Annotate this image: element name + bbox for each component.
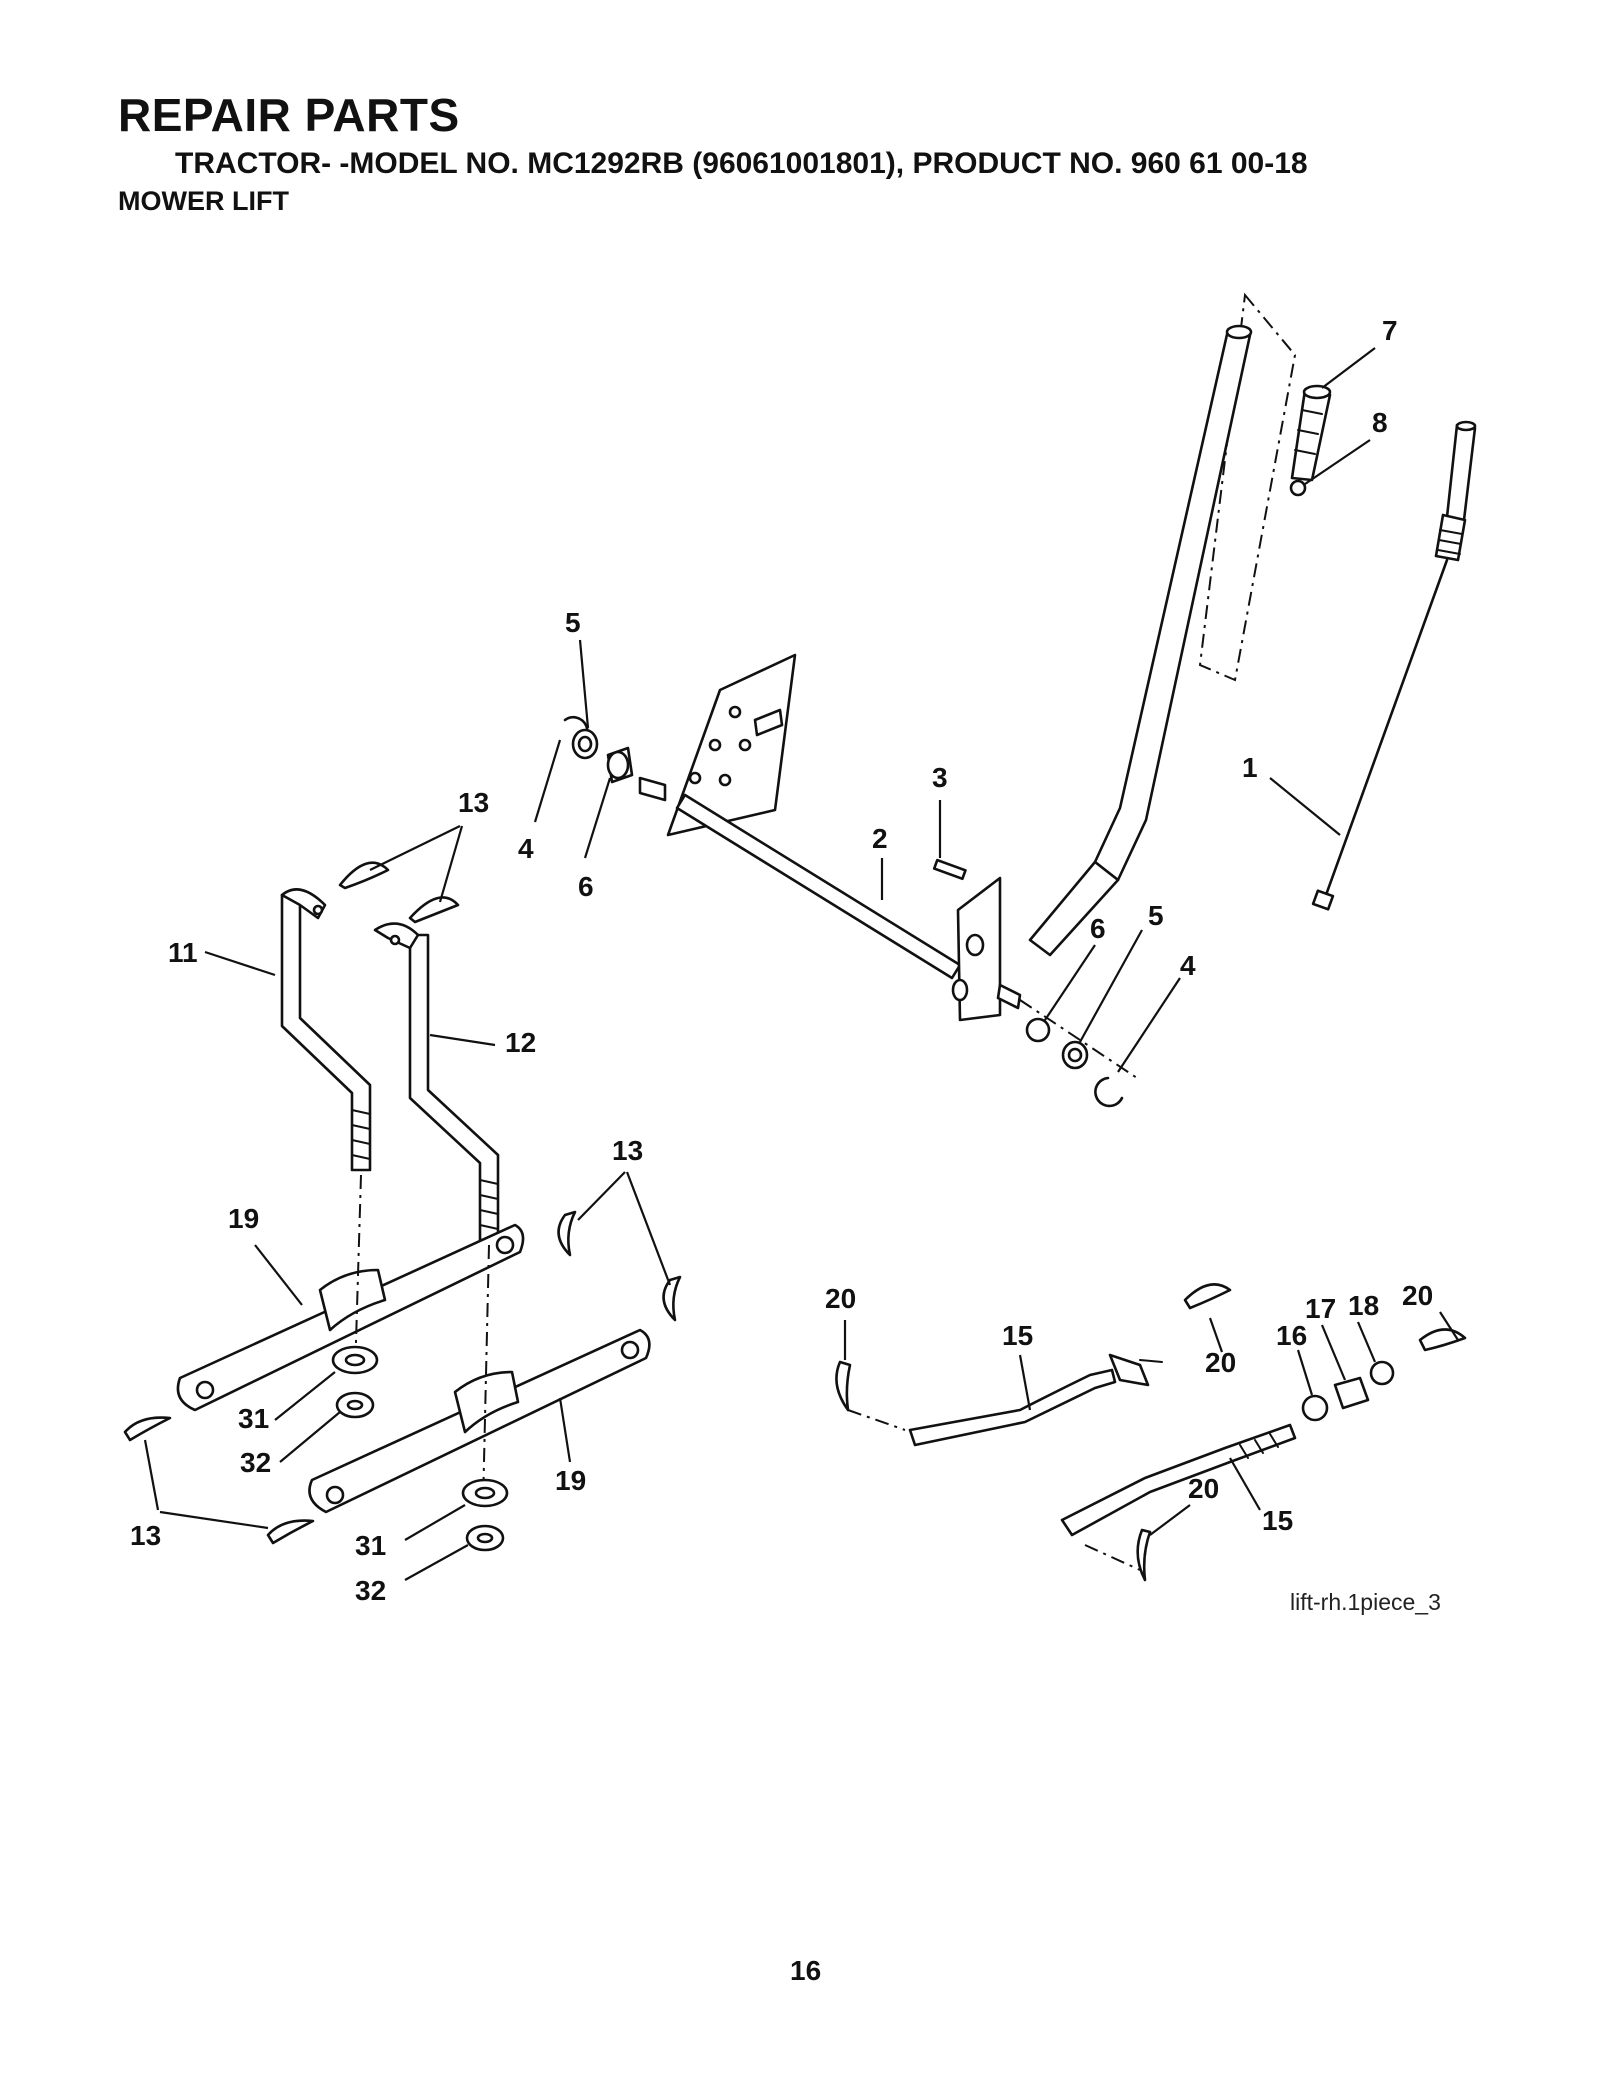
lift-link-right (373, 922, 500, 1242)
callout-2: 2 (872, 823, 888, 854)
callout-5b: 5 (1148, 900, 1164, 931)
lift-rod (1311, 420, 1477, 911)
callout-19b: 19 (555, 1465, 586, 1496)
diagram-reference: lift-rh.1piece_3 (1290, 1589, 1441, 1615)
leader-31a (274, 1371, 336, 1421)
lift-shaft (666, 653, 1002, 1022)
leader-20c (1439, 1311, 1459, 1341)
lift-arm-upper (176, 1223, 525, 1412)
leader-11 (204, 950, 276, 977)
centerline-right (482, 1244, 490, 1506)
callout-20a: 20 (825, 1283, 856, 1314)
page-number: 16 (790, 1955, 822, 1986)
callout-20d: 20 (1188, 1473, 1219, 1504)
callout-15b: 15 (1262, 1505, 1293, 1536)
callout-16: 16 (1276, 1320, 1307, 1351)
leader-20b (1208, 1317, 1224, 1353)
leader-6a (583, 777, 612, 859)
leader-16 (1296, 1349, 1314, 1396)
centerline-rod-lower (1084, 1544, 1141, 1571)
callout-6a: 6 (578, 871, 594, 902)
leader-32b (404, 1544, 469, 1581)
leader-4b (1117, 977, 1181, 1073)
callout-12: 12 (505, 1027, 536, 1058)
callout-13b: 13 (612, 1135, 643, 1166)
callout-20c: 20 (1402, 1280, 1433, 1311)
callout-6b: 6 (1090, 913, 1106, 944)
leader-13a-2 (438, 825, 464, 903)
hairpin-clips-top (338, 861, 460, 924)
callout-18: 18 (1348, 1290, 1379, 1321)
callout-11: 11 (168, 937, 198, 968)
callout-31b: 31 (355, 1530, 386, 1561)
leader-31b (404, 1504, 466, 1541)
grip-pin (1289, 479, 1307, 497)
ferrule-nut-assembly (1301, 1360, 1395, 1422)
callout-1: 1 (1242, 752, 1258, 783)
callout-19a: 19 (228, 1203, 259, 1234)
lift-arm-lower (308, 1328, 651, 1514)
leader-13c-1 (143, 1439, 160, 1511)
shaft-key (932, 858, 967, 881)
callout-3: 3 (932, 762, 948, 793)
section-title: MOWER LIFT (118, 186, 289, 216)
leader-6b (1044, 944, 1096, 1021)
leader-5b (1079, 929, 1143, 1043)
callout-15a: 15 (1002, 1320, 1033, 1351)
lift-handle-lever (1028, 292, 1297, 957)
model-subtitle: TRACTOR- -MODEL NO. MC1292RB (9606100180… (175, 147, 1308, 180)
callout-32b: 32 (355, 1575, 386, 1606)
centerline-rod-upper (847, 1409, 906, 1431)
callout-20b: 20 (1205, 1347, 1236, 1378)
leader-12 (429, 1033, 496, 1047)
leader-13b-2 (625, 1171, 672, 1286)
leader-7 (1321, 347, 1376, 389)
leader-15a (1018, 1354, 1032, 1411)
leader-13a-1 (369, 825, 461, 871)
hairpin-clips-lower (123, 1210, 682, 1545)
centerline-left (354, 1174, 362, 1376)
page-title: REPAIR PARTS (118, 89, 460, 141)
leader-19a (254, 1244, 303, 1306)
leader-18 (1356, 1321, 1377, 1363)
leader-13c-2 (159, 1510, 269, 1530)
callout-17: 17 (1305, 1293, 1336, 1324)
leader-20d (1149, 1504, 1191, 1536)
adjust-rod-lower (1060, 1423, 1297, 1537)
leader-17 (1320, 1324, 1347, 1381)
leader-8 (1304, 439, 1371, 485)
spacer-nut-left (331, 1345, 379, 1419)
callout-4b: 4 (1180, 950, 1196, 981)
callout-8: 8 (1372, 407, 1388, 438)
callout-32a: 32 (240, 1447, 271, 1478)
spacer-nut-right (461, 1478, 509, 1552)
bearing-stack-left (563, 715, 667, 802)
callout-31a: 31 (238, 1403, 269, 1434)
leader-5a (578, 639, 590, 729)
callout-13c: 13 (130, 1520, 161, 1551)
callout-13a: 13 (458, 787, 489, 818)
lift-link-left (280, 888, 372, 1172)
handle-grip (1290, 384, 1332, 482)
callout-4a: 4 (518, 833, 534, 864)
bearing-stack-right (996, 983, 1141, 1108)
leader-19b (558, 1397, 572, 1463)
adjust-rod-upper (908, 1353, 1163, 1447)
callout-5a: 5 (565, 607, 581, 638)
leader-15b (1229, 1457, 1261, 1511)
leader-1 (1269, 777, 1341, 836)
leader-32a (279, 1411, 341, 1463)
leader-13b-1 (577, 1171, 626, 1221)
leader-4a (533, 739, 562, 823)
callout-7: 7 (1382, 315, 1398, 346)
